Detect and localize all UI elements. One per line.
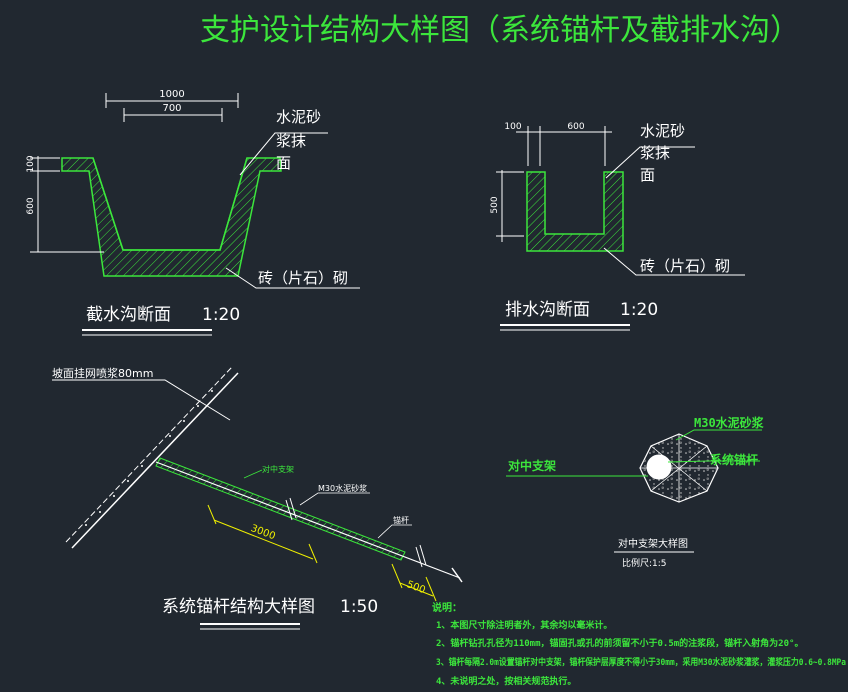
bracket-label-bracket: 对中支架 bbox=[508, 458, 556, 473]
drain-label-plaster-3: 面 bbox=[640, 166, 655, 184]
anchor-rod bbox=[155, 461, 461, 579]
anchor-caption: 系统锚杆结构大样图 bbox=[162, 597, 315, 617]
drain-caption: 排水沟断面 bbox=[505, 300, 590, 320]
anchor-label-bracket: 对中支架 bbox=[262, 464, 294, 474]
drain-ditch-section: 100 600 500 水泥砂 浆抹 面 砖（片石）砌 排水沟断面 1:20 bbox=[490, 122, 745, 331]
page-title: 支护设计结构大样图（系统锚杆及截排水沟） bbox=[200, 13, 800, 48]
intercept-ditch-lining bbox=[61, 157, 282, 277]
drain-dim-100: 100 bbox=[504, 122, 521, 132]
notes-item-4: 4、未说明之处，按相关规范执行。 bbox=[436, 675, 576, 687]
notes-block: 说明： 1、本图尺寸除注明者外，其余均以毫米计。 2、锚杆钻孔孔径为110mm，… bbox=[432, 601, 846, 687]
intercept-dim-100: 100 bbox=[26, 155, 36, 172]
intercept-plaster-leader bbox=[239, 132, 328, 176]
notes-heading: 说明： bbox=[432, 601, 462, 614]
bracket-scale: 比例尺:1:5 bbox=[622, 557, 667, 569]
intercept-label-plaster-2: 浆抹 bbox=[276, 132, 306, 150]
drain-label-plaster-1: 水泥砂 bbox=[640, 122, 685, 140]
intercept-dim-1000: 1000 bbox=[159, 89, 184, 100]
bracket-caption: 对中支架大样图 bbox=[618, 537, 688, 550]
intercept-ditch-section: 1000 700 100 600 水泥砂 浆抹 面 砖（片石）砌 截水沟断面 1… bbox=[26, 89, 360, 336]
drain-dim-500: 500 bbox=[490, 196, 500, 213]
bracket-label-rod: 系统锚杆 bbox=[710, 452, 758, 467]
drain-plaster-leader bbox=[605, 146, 695, 179]
intercept-masonry-leader bbox=[225, 267, 360, 289]
drain-ditch-lining bbox=[526, 171, 624, 252]
drain-label-plaster-2: 浆抹 bbox=[640, 144, 670, 162]
drain-dim-600: 600 bbox=[567, 122, 584, 132]
notes-item-1: 1、本图尺寸除注明者外，其余均以毫米计。 bbox=[436, 619, 612, 631]
bracket-rod-circle bbox=[646, 454, 672, 480]
anchor-label-mortar: M30水泥砂浆 bbox=[318, 483, 367, 493]
anchor-label-rod: 锚杆 bbox=[393, 515, 409, 525]
notes-item-2: 2、锚杆钻孔孔径为110mm，锚固孔或孔的前须留不小于0.5m的注浆段，锚杆入射… bbox=[436, 637, 803, 649]
anchor-dim-500: 500 bbox=[405, 579, 427, 596]
intercept-label-plaster-3: 面 bbox=[276, 154, 291, 172]
notes-item-3: 3、锚杆每隔2.0m设置锚杆对中支架，锚杆保护层厚度不得小于30mm，采用M30… bbox=[436, 656, 846, 668]
intercept-caption: 截水沟断面 bbox=[86, 305, 171, 325]
intercept-dim-700: 700 bbox=[162, 103, 181, 114]
intercept-scale: 1:20 bbox=[202, 305, 240, 325]
intercept-dim-600: 600 bbox=[26, 197, 36, 214]
slope-face-line bbox=[71, 372, 239, 549]
intercept-label-masonry: 砖（片石）砌 bbox=[258, 269, 348, 287]
anchor-label-shotcrete: 坡面挂网喷浆80mm bbox=[52, 366, 153, 380]
bracket-label-mortar: M30水泥砂浆 bbox=[694, 415, 765, 430]
bracket-detail: M30水泥砂浆 系统锚杆 对中支架 对中支架大样图 比例尺:1:5 bbox=[506, 415, 765, 569]
anchor-scale: 1:50 bbox=[340, 597, 378, 617]
anchor-detail: 坡面挂网喷浆80mm 对中支架 M30水泥砂浆 锚杆 3000 500 系统锚杆… bbox=[52, 366, 463, 630]
intercept-label-plaster-1: 水泥砂 bbox=[276, 108, 321, 126]
slope-face-shotcrete bbox=[65, 366, 233, 543]
drain-label-masonry: 砖（片石）砌 bbox=[640, 257, 730, 275]
intercept-ditch-inner-edge bbox=[92, 157, 248, 251]
drain-masonry-leader bbox=[603, 247, 745, 276]
drain-scale: 1:20 bbox=[620, 300, 658, 320]
